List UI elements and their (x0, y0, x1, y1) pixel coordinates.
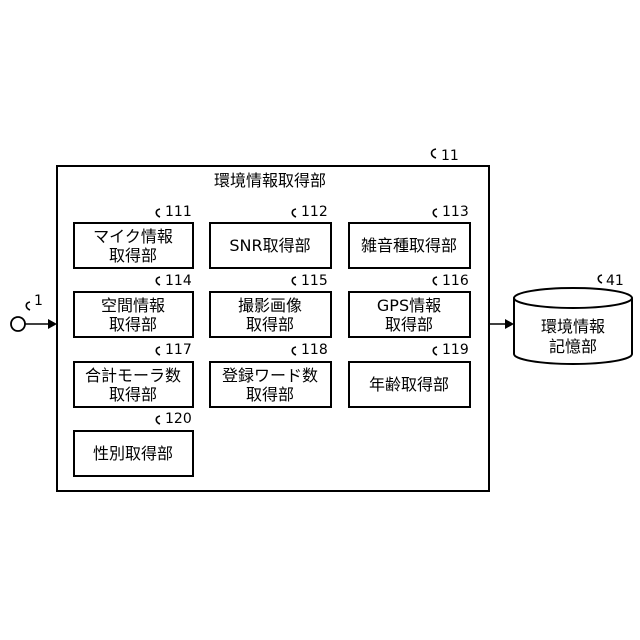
block-space-ref: 114 (165, 273, 192, 289)
input-terminal (11, 317, 25, 331)
block-gps-line1: GPS情報 (377, 296, 441, 315)
block-gender-line1: 性別取得部 (93, 444, 173, 463)
storage-leader (598, 275, 602, 283)
block-mora-line1: 合計モーラ数 (85, 366, 181, 385)
block-mic-ref: 111 (165, 204, 192, 220)
block-gender-ref: 120 (165, 411, 192, 427)
main-unit-ref: 11 (441, 148, 459, 164)
block-space-line1: 空間情報 (101, 296, 165, 315)
block-words-line1: 登録ワード数 (222, 366, 318, 385)
block-image-line1: 撮影画像 (238, 296, 302, 315)
block-age-line1: 年齢取得部 (369, 375, 449, 394)
block-mora-ref: 117 (165, 342, 192, 358)
block-words-ref: 118 (301, 342, 328, 358)
block-mora-line2: 取得部 (109, 385, 157, 404)
environment-info-acquisition-unit-label: 環境情報取得部 (214, 171, 326, 190)
block-image-ref: 115 (301, 273, 328, 289)
block-snr-line1: SNR取得部 (229, 236, 310, 255)
storage-label-line1: 環境情報 (541, 317, 605, 336)
block-age-ref: 119 (442, 342, 469, 358)
main-unit-leader (432, 149, 437, 158)
input-arrow-head (48, 319, 57, 329)
block-mic-line2: 取得部 (109, 246, 157, 265)
storage-ref: 41 (606, 273, 624, 289)
storage-label-line2: 記憶部 (549, 337, 597, 356)
block-noise-line1: 雑音種取得部 (361, 236, 457, 255)
block-gps-line2: 取得部 (385, 315, 433, 334)
input-ref: 1 (34, 293, 43, 309)
block-mic-line1: マイク情報 (93, 227, 173, 246)
block-image-line2: 取得部 (246, 315, 294, 334)
block-space-line2: 取得部 (109, 315, 157, 334)
block-words-line2: 取得部 (246, 385, 294, 404)
block-gps-ref: 116 (442, 273, 469, 289)
output-arrow-head (505, 319, 514, 329)
input-leader (26, 302, 30, 310)
block-snr-ref: 112 (301, 204, 328, 220)
block-noise-ref: 113 (442, 204, 469, 220)
